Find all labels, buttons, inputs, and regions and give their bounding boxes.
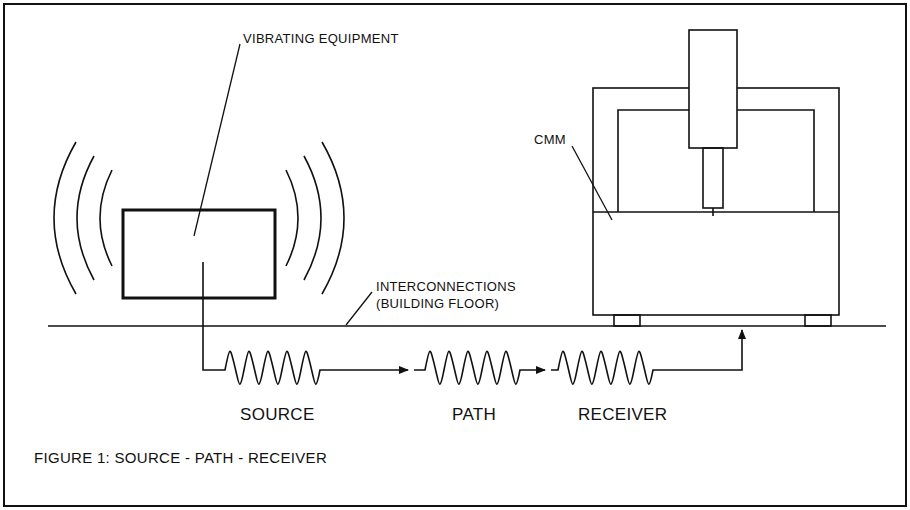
stage-label: SOURCE [240, 404, 315, 426]
stage-label: PATH [452, 404, 496, 426]
part-label: VIBRATING EQUIPMENT [243, 30, 399, 47]
equipment-box [123, 210, 275, 298]
cmm-machine [593, 30, 839, 326]
transmission-path [203, 262, 742, 384]
figure-caption: FIGURE 1: SOURCE - PATH - RECEIVER [34, 448, 327, 468]
stage-label: RECEIVER [578, 404, 667, 426]
vibration-arcs [54, 142, 344, 294]
wave-segment [551, 330, 742, 384]
part-label: INTERCONNECTIONS (BUILDING FLOOR) [376, 278, 541, 312]
part-label: CMM [534, 131, 566, 148]
building-floor [48, 325, 886, 327]
wave-segment [414, 351, 545, 384]
leader-lines [194, 44, 612, 325]
frame-border [4, 4, 906, 506]
